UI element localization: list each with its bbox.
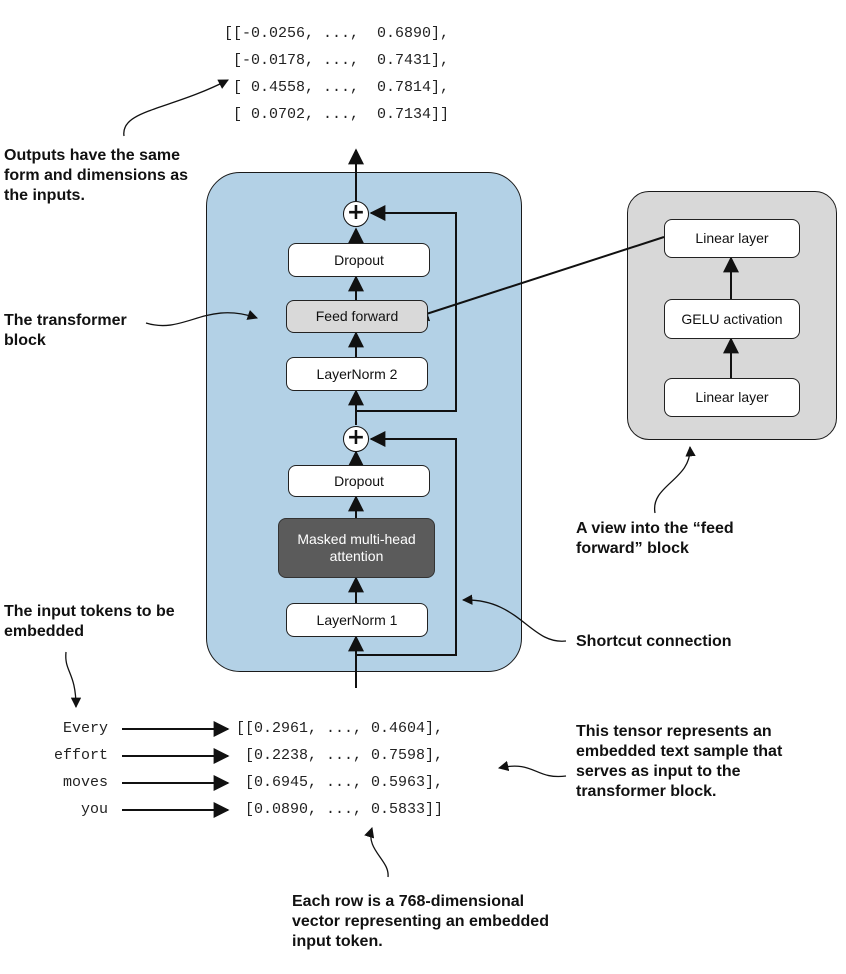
view-pointer-arrow (412, 236, 665, 322)
token-you: you (80, 801, 108, 818)
annotation-tensor: This tensor represents an embedded text … (576, 723, 783, 800)
annotation-input-tokens: The input tokens to be embedded (4, 603, 175, 640)
ff-linear-bottom-box: Linear layer (664, 378, 800, 417)
layernorm2-box: LayerNorm 2 (286, 357, 428, 391)
leader-outputs (123, 79, 229, 137)
residual-add-top-icon: + (343, 201, 369, 227)
input-tensor-row-3: [0.6945, ..., 0.5963], (236, 774, 444, 791)
token-every: Every (62, 720, 108, 737)
annotation-outputs: Outputs have the same form and dimension… (4, 147, 189, 204)
leader-view-ff (654, 445, 696, 514)
output-tensor-row-2: [-0.0178, ..., 0.7431], (224, 52, 450, 69)
input-tensor-row-4: [0.0890, ..., 0.5833]] (236, 801, 444, 818)
dropout-top-box: Dropout (288, 243, 430, 277)
annotation-row: Each row is a 768-dimensional vector rep… (292, 893, 549, 950)
output-tensor-row-4: [ 0.0702, ..., 0.7134]] (224, 106, 450, 123)
leader-transformer-block (145, 310, 258, 327)
annotation-shortcut: Shortcut connection (576, 633, 732, 650)
leader-row (364, 827, 389, 878)
output-tensor-row-1: [[-0.0256, ..., 0.6890], (224, 25, 450, 42)
shortcut-connection-2 (356, 205, 457, 412)
leader-shortcut (461, 594, 567, 642)
output-tensor-row-3: [ 0.4558, ..., 0.7814], (224, 79, 450, 96)
leader-tensor (497, 760, 567, 778)
masked-attention-box: Masked multi-head attention (278, 518, 435, 578)
token-effort: effort (53, 747, 108, 764)
dropout-bottom-box: Dropout (288, 465, 430, 497)
shortcut-connection-1 (356, 431, 457, 656)
annotation-transformer-block: The transformer block (4, 312, 127, 349)
feed-forward-box: Feed forward (286, 300, 428, 333)
input-tensor-row-1: [[0.2961, ..., 0.4604], (236, 720, 444, 737)
input-tensor-row-2: [0.2238, ..., 0.7598], (236, 747, 444, 764)
residual-add-bottom-icon: + (343, 426, 369, 452)
layernorm1-box: LayerNorm 1 (286, 603, 428, 637)
ff-gelu-box: GELU activation (664, 299, 800, 339)
annotation-view-ff: A view into the “feed forward” block (576, 520, 734, 557)
token-moves: moves (62, 774, 108, 791)
ff-linear-top-box: Linear layer (664, 219, 800, 258)
leader-input-tokens (65, 651, 82, 709)
